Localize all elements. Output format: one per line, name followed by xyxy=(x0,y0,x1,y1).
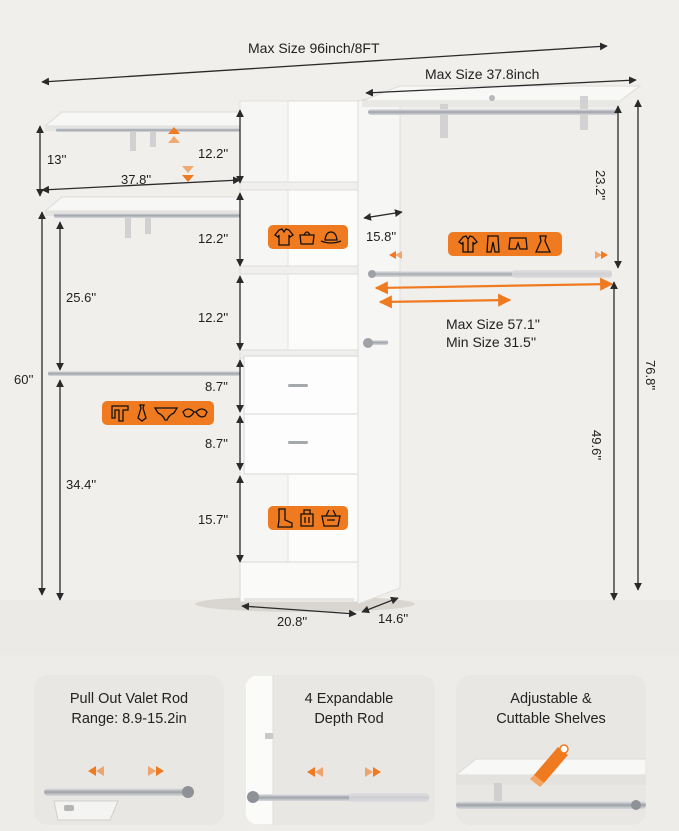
dim-max-right: Max Size 37.8inch xyxy=(425,66,540,82)
dim-top-shelf-gap: 13'' xyxy=(47,152,67,167)
depth-rod-illustration xyxy=(245,675,429,825)
feature-title: Adjustable & xyxy=(510,691,592,707)
dim-tower-shelf-2: 12.2'' xyxy=(198,231,229,246)
dim-left-width: 37.8'' xyxy=(121,172,152,187)
boot-icon xyxy=(277,508,293,528)
hat-icon xyxy=(320,231,342,244)
feature-title: Pull Out Valet Rod xyxy=(69,691,189,707)
storage-badge xyxy=(268,506,348,530)
dim-tower-shelf-1: 12.2'' xyxy=(198,146,229,161)
dim-max-total: Max Size 96inch/8FT xyxy=(248,40,380,56)
scarf-icon xyxy=(110,405,129,422)
feature-subtitle: Cuttable Shelves xyxy=(496,711,606,727)
underwear-icon xyxy=(153,407,178,421)
small-items-badge xyxy=(102,401,214,425)
dim-left-bottom: 34.4'' xyxy=(66,477,97,492)
coat-icon xyxy=(457,235,478,253)
adjust-arrows-icon xyxy=(168,127,194,182)
shorts-icon xyxy=(507,237,528,250)
dim-right-total: 76.8'' xyxy=(643,360,658,391)
right-panel xyxy=(357,89,401,605)
dim-tower-depth: 14.6'' xyxy=(378,611,409,626)
feature-subtitle: Depth Rod xyxy=(314,711,384,727)
handbag-icon xyxy=(299,231,315,245)
dim-tower-width: 20.8'' xyxy=(277,614,308,629)
closet-diagram: Max Size 96inch/8FT Max Size 37.8inch 13… xyxy=(14,40,658,629)
shelves-illustration xyxy=(456,744,646,810)
long-garments-badge xyxy=(448,232,562,256)
saw-icon xyxy=(530,744,569,787)
feature-panel: Pull Out Valet Rod Range: 8.9-15.2in 4 E… xyxy=(0,655,679,831)
dim-bottom-cubby: 15.7'' xyxy=(198,512,229,527)
left-lower-rod xyxy=(48,371,240,376)
dim-drawer-2: 8.7'' xyxy=(205,436,229,451)
tie-icon xyxy=(136,404,147,422)
bra-icon xyxy=(181,408,208,418)
dim-rod-depth: 15.8'' xyxy=(366,229,397,244)
right-expandable-rod xyxy=(368,270,612,278)
left-second-shelf xyxy=(43,196,241,238)
dim-rod-max: Max Size 57.1'' xyxy=(446,316,541,332)
dim-rod-min: Min Size 31.5'' xyxy=(446,334,537,350)
expand-chevrons-icon xyxy=(389,251,608,259)
trousers-icon xyxy=(485,235,500,253)
right-top-shelf xyxy=(361,85,642,138)
dim-left-height: 60'' xyxy=(14,372,34,387)
accessories-badge xyxy=(268,225,348,249)
feature-card-shelves: Adjustable & Cuttable Shelves xyxy=(456,675,646,825)
jacket-icon xyxy=(274,228,294,246)
dress-icon xyxy=(534,235,551,253)
closet-illustration xyxy=(36,42,642,618)
feature-title: 4 Expandable xyxy=(304,691,394,707)
dim-left-rod-gap: 25.6'' xyxy=(66,290,97,305)
feature-subtitle: Range: 8.9-15.2in xyxy=(71,711,187,727)
left-top-shelf xyxy=(43,111,241,151)
feature-card-valet-rod: Pull Out Valet Rod Range: 8.9-15.2in xyxy=(34,675,224,825)
dim-right-lower: 49.6'' xyxy=(589,430,604,461)
dim-tower-shelf-3: 12.2'' xyxy=(198,310,229,325)
basket-icon xyxy=(321,509,341,527)
luggage-icon xyxy=(300,509,314,527)
dim-right-upper: 23.2'' xyxy=(593,170,608,201)
valet-rod-illustration xyxy=(44,766,194,821)
feature-card-depth-rod: 4 Expandable Depth Rod xyxy=(245,675,435,825)
dim-drawer-1: 8.7'' xyxy=(205,379,229,394)
